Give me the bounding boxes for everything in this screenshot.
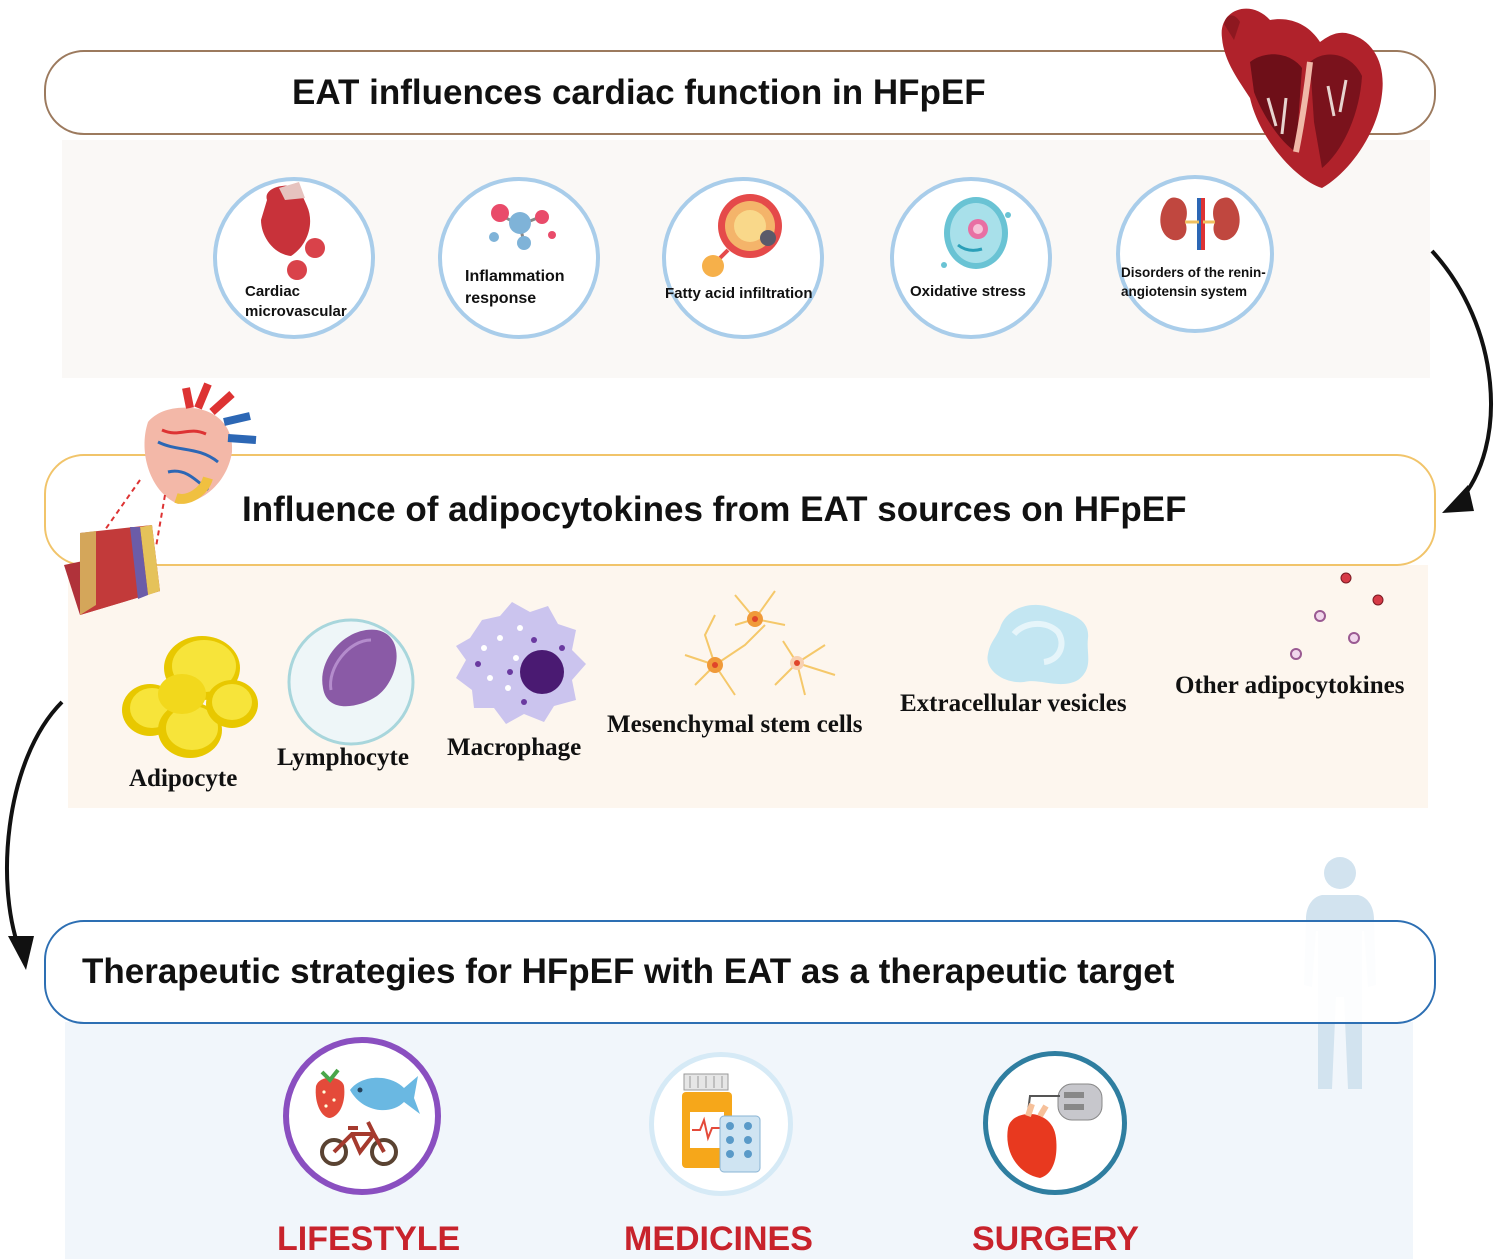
section2-title: Influence of adipocytokines from EAT sou… bbox=[242, 490, 1187, 529]
arrow-left-curve bbox=[4, 700, 64, 970]
label-macrophage: Macrophage bbox=[447, 734, 582, 761]
label-extracellular-vesicles: Extracellular vesicles bbox=[900, 690, 1127, 717]
label-mesenchymal-stem-cells: Mesenchymal stem cells bbox=[607, 711, 863, 738]
heart-microvascular-icon bbox=[261, 182, 325, 280]
fatty-cell-icon bbox=[702, 194, 782, 277]
label-medicines: MEDICINES bbox=[624, 1220, 813, 1258]
circle-raas bbox=[1116, 175, 1274, 333]
section1-header: EAT influences cardiac function in HFpEF bbox=[44, 50, 1436, 135]
circle-inflammation bbox=[438, 177, 600, 339]
pacemaker-icon bbox=[1007, 1083, 1103, 1178]
section3-header: Therapeutic strategies for HFpEF with EA… bbox=[44, 920, 1436, 1024]
circle-surgery bbox=[983, 1051, 1127, 1195]
label-oxidative-stress: Oxidative stress bbox=[910, 283, 1026, 300]
label-other-adipocytokines: Other adipocytokines bbox=[1175, 672, 1405, 699]
lymphocyte-icon bbox=[287, 618, 415, 746]
heart-illustration-icon bbox=[1221, 8, 1383, 188]
stem-cells-icon bbox=[684, 590, 836, 696]
kidneys-icon bbox=[1160, 197, 1240, 250]
section2-header: Influence of adipocytokines from EAT sou… bbox=[44, 454, 1436, 566]
label-fatty-acid-infiltration: Fatty acid infiltration bbox=[665, 285, 813, 302]
macrophage-icon bbox=[456, 602, 586, 724]
heart-vessels-icon bbox=[144, 382, 257, 504]
adipocyte-icon bbox=[122, 636, 258, 758]
pill-bottle-icon bbox=[682, 1073, 761, 1173]
label-adipocyte: Adipocyte bbox=[129, 765, 238, 792]
cell-icon bbox=[941, 197, 1011, 269]
food-bicycle-icon bbox=[315, 1068, 420, 1166]
circle-lifestyle bbox=[283, 1037, 441, 1195]
dots-icon bbox=[1290, 572, 1384, 660]
arrow-right-curve bbox=[1430, 249, 1493, 513]
label-inflammation-response: Inflammation response bbox=[465, 268, 565, 307]
vesicle-icon bbox=[987, 604, 1089, 685]
label-lymphocyte: Lymphocyte bbox=[277, 744, 409, 771]
label-surgery: SURGERY bbox=[972, 1220, 1139, 1258]
label-raas: Disorders of the renin- angiotensin syst… bbox=[1121, 265, 1266, 299]
section3-title: Therapeutic strategies for HFpEF with EA… bbox=[82, 952, 1175, 991]
label-cardiac-microvascular: Cardiac microvascular bbox=[245, 283, 347, 320]
label-lifestyle: LIFESTYLE bbox=[277, 1220, 461, 1258]
section1-title: EAT influences cardiac function in HFpEF bbox=[292, 72, 986, 112]
molecules-icon bbox=[489, 204, 556, 250]
tissue-block-icon bbox=[64, 479, 166, 615]
